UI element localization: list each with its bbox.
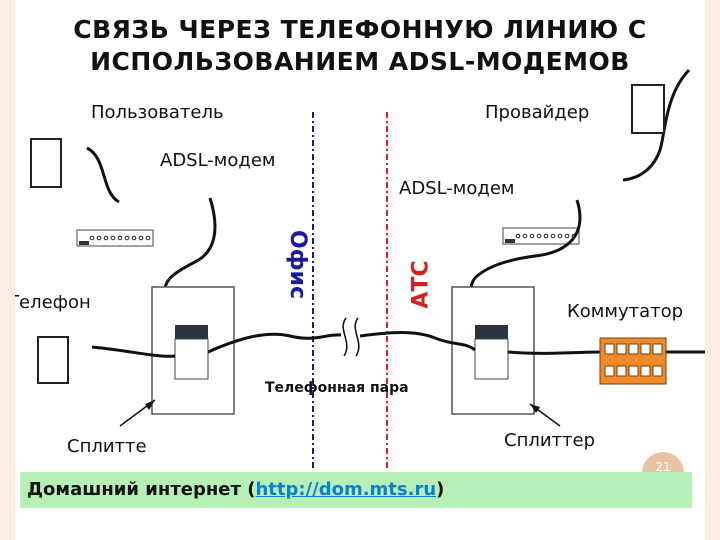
line-break-mark [342, 317, 348, 357]
switch-cable [507, 350, 705, 355]
slide: СВЯЗЬ ЧЕРЕЗ ТЕЛЕФОННУЮ ЛИНИЮ С ИСПОЛЬЗОВ… [15, 0, 705, 540]
network-diagram [76, 68, 705, 470]
provider-computer-icon [631, 84, 665, 134]
switch-device [599, 337, 667, 385]
splitter-right-label: Сплиттер [504, 430, 596, 451]
computer-cable-left [86, 146, 120, 204]
adsl-modem-right-label: ADSL-модем [399, 178, 515, 199]
splitter-left [151, 286, 235, 415]
adsl-modem-right [502, 227, 580, 245]
telephone-pair-line-2 [359, 331, 476, 352]
splitter-right [451, 286, 535, 415]
line-break-mark-2 [354, 317, 360, 357]
provider-label: Провайдер [485, 102, 590, 123]
switch-label: Коммутатор [567, 301, 684, 322]
user-computer-icon [30, 138, 62, 188]
user-label: Пользователь [91, 102, 224, 123]
footer-link[interactable]: http://dom.mts.ru [255, 479, 437, 500]
phone-cable [91, 345, 176, 358]
title-line-2: ИСПОЛЬЗОВАНИЕМ ADSL-МОДЕМОВ [90, 47, 630, 76]
footer-suffix: ) [436, 479, 445, 500]
adsl-modem-left [76, 229, 154, 247]
footer-prefix: Домашний интернет ( [27, 479, 256, 500]
slide-title: СВЯЗЬ ЧЕРЕЗ ТЕЛЕФОННУЮ ЛИНИЮ С ИСПОЛЬЗОВ… [15, 14, 705, 78]
office-label: Офис [285, 230, 310, 299]
phone-label: Телефон [15, 292, 91, 313]
telephone-icon [37, 336, 69, 384]
title-line-1: СВЯЗЬ ЧЕРЕЗ ТЕЛЕФОННУЮ ЛИНИЮ С [73, 15, 647, 44]
footer-banner: Домашний интернет (http://dom.mts.ru) [20, 472, 692, 508]
splitter-left-label: Сплитте [67, 436, 147, 457]
computer-cable-right [622, 68, 691, 182]
ats-label: АТС [408, 260, 434, 309]
phone-pair-label: Телефонная пара [265, 380, 409, 396]
telephone-pair-line [207, 332, 342, 354]
adsl-modem-left-label: ADSL-модем [160, 150, 276, 171]
